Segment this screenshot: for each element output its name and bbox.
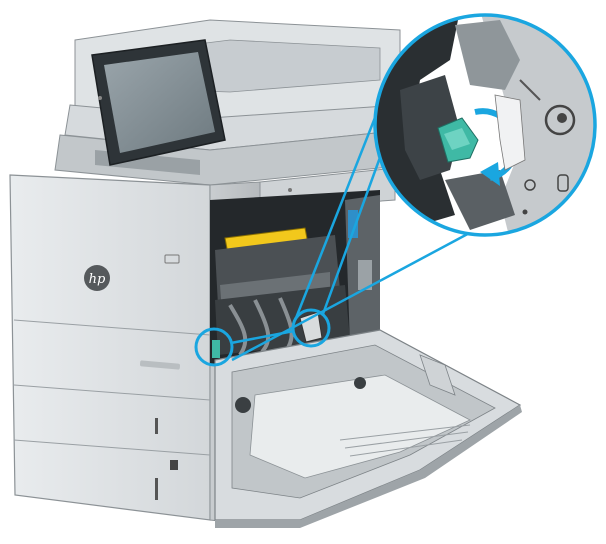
zoom-detail: [373, 13, 597, 237]
svg-text:hp: hp: [89, 272, 106, 287]
control-panel: [91, 39, 226, 166]
right-door-open: [214, 329, 522, 528]
callout-circle-left: [194, 327, 234, 367]
hp-logo: hp: [84, 265, 110, 291]
